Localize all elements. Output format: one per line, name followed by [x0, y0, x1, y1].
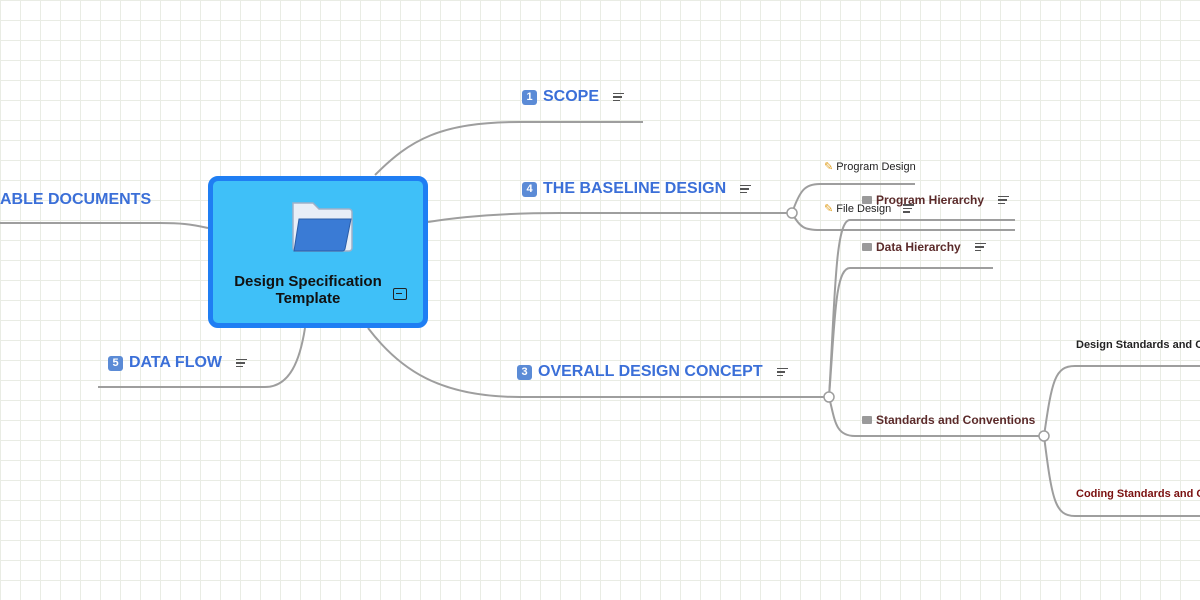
topic-label: SCOPE [543, 88, 600, 105]
notes-icon[interactable] [236, 357, 248, 370]
flag-icon [862, 416, 872, 424]
connector-data-hierarchy [828, 267, 993, 398]
central-topic[interactable]: Design Specification Template [208, 176, 428, 328]
connector-standards [828, 396, 1044, 437]
connector-file-design [791, 212, 1015, 231]
topic-overall-design-concept[interactable]: 3 OVERALL DESIGN CONCEPT [517, 363, 788, 381]
notes-icon[interactable] [613, 91, 625, 104]
leaf-program-design[interactable]: ✎ Program Design [824, 160, 916, 174]
connector-scope [374, 121, 643, 176]
folder-icon [292, 202, 353, 252]
topic-data-flow[interactable]: 5 DATA FLOW [108, 354, 248, 372]
image-icon[interactable] [393, 288, 407, 300]
connector-design-standards [1043, 365, 1200, 437]
number-badge-icon: 1 [522, 89, 537, 105]
topic-scope[interactable]: 1 SCOPE [522, 88, 625, 106]
notes-icon[interactable] [998, 194, 1010, 207]
topic-label: ABLE DOCUMENTS [0, 191, 152, 208]
connector-baseline [427, 212, 792, 223]
collapse-node-overall [823, 391, 835, 403]
number-badge-icon: 3 [517, 364, 532, 380]
topic-label: OVERALL DESIGN CONCEPT [538, 363, 763, 380]
flag-icon [862, 196, 872, 204]
central-topic-title: Design Specification Template [234, 273, 382, 307]
topic-label: DATA FLOW [129, 354, 223, 371]
number-badge-icon: 5 [108, 355, 123, 371]
connector-overall [367, 327, 829, 398]
subtopic-program-hierarchy[interactable]: Program Hierarchy [862, 193, 1010, 207]
notes-icon[interactable] [974, 241, 986, 254]
subtopic-design-standards[interactable]: Design Standards and C [1076, 339, 1200, 351]
topic-baseline-design[interactable]: 4 THE BASELINE DESIGN [522, 180, 752, 198]
collapse-node-baseline [786, 207, 798, 219]
subtopic-data-hierarchy[interactable]: Data Hierarchy [862, 240, 986, 254]
connector-documents [0, 222, 209, 229]
notes-icon[interactable] [776, 366, 788, 379]
collapse-node-standards [1038, 430, 1050, 442]
pencil-icon: ✎ [824, 203, 834, 215]
topic-documents[interactable]: ABLE DOCUMENTS [0, 191, 151, 209]
subtopic-coding-standards[interactable]: Coding Standards and C [1076, 488, 1200, 500]
connector-dataflow [98, 327, 306, 388]
topic-label: THE BASELINE DESIGN [543, 180, 727, 197]
number-badge-icon: 4 [522, 181, 537, 197]
notes-icon[interactable] [740, 183, 752, 196]
connector-program-design [791, 183, 915, 214]
pencil-icon: ✎ [824, 161, 834, 173]
notes-icon[interactable] [903, 202, 915, 215]
leaf-file-design[interactable]: ✎ File Design [824, 202, 915, 215]
flag-icon [862, 243, 872, 251]
subtopic-standards-conventions[interactable]: Standards and Conventions [862, 413, 1035, 427]
connector-coding-standards [1043, 435, 1200, 517]
